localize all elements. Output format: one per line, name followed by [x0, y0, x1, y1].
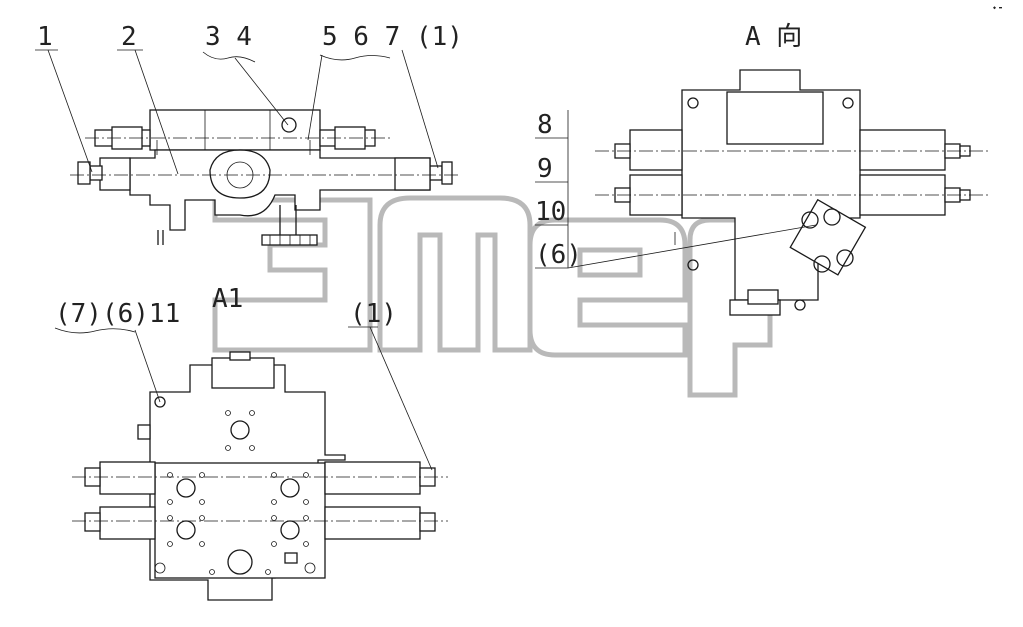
callout-10: 10: [535, 197, 566, 227]
callout-9: 9: [537, 154, 553, 184]
callout-8: 8: [537, 110, 553, 140]
callout-6: (6): [535, 240, 582, 270]
callout-1: 1: [37, 22, 53, 52]
corner-mark: ◆ ▬: [993, 5, 1002, 11]
top-view: 1 2 3 4 5 6 7 (1): [35, 22, 463, 246]
callout-1-a1: (1): [350, 299, 397, 329]
view-a1-title: A1: [212, 284, 243, 314]
watermark-logo: TM: [212, 191, 773, 398]
callout-7-6-11: (7)(6)11: [55, 299, 180, 329]
view-a1-bolt-holes: [167, 410, 309, 575]
top-view-bolt-row: [261, 234, 318, 246]
view-a1: A1: [54, 284, 448, 601]
callout-2: 2: [121, 22, 137, 52]
top-view-boss: [281, 117, 297, 133]
callout-3-4: 3 4: [205, 22, 252, 52]
view-a-title: A 向: [745, 22, 802, 52]
callout-5-6-7-1: 5 6 7 (1): [322, 22, 463, 52]
view-a: A 向 8 9 10 (6): [535, 22, 990, 316]
